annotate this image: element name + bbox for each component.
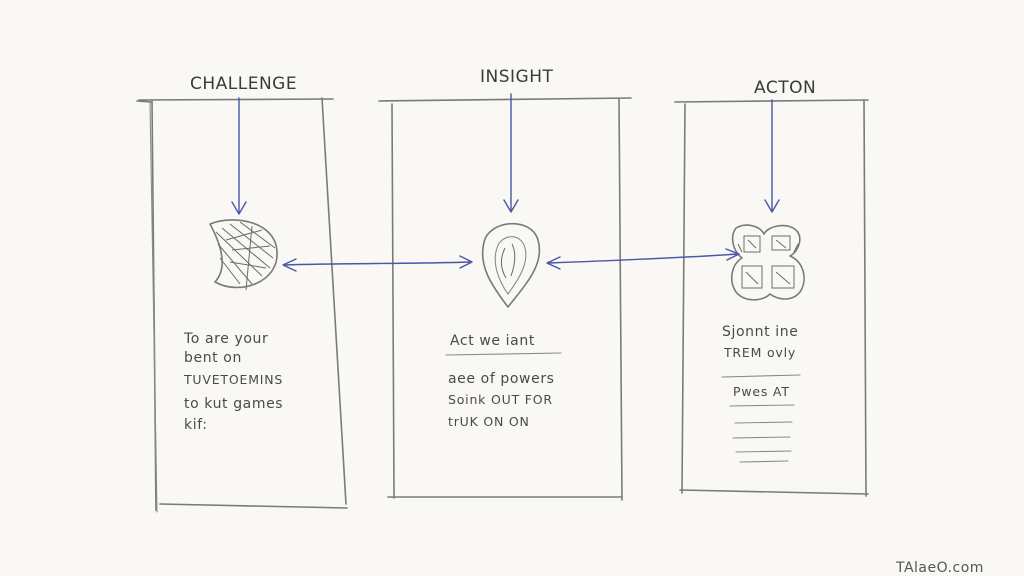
signature: TAlaeO.com: [895, 560, 984, 576]
shaded-crescent-icon: [209, 219, 278, 291]
challenge-arrow: [231, 97, 247, 215]
insight-line-2: aee of powers: [448, 371, 555, 387]
insight-line-1: Act we iant: [450, 333, 535, 349]
insight-line-4: trUK ON ON: [448, 414, 530, 429]
drop-pin-icon: [481, 222, 541, 308]
acton-line-2: TREM ovly: [723, 345, 796, 360]
panel-edge: [149, 101, 158, 513]
insight-panel: [378, 97, 632, 501]
challenge-title: CHALLENGE: [190, 74, 297, 94]
acton-lines: [729, 404, 795, 463]
acton-column: ACTON Sjonnt ine TREM ovly Pwes AT: [674, 78, 869, 497]
insight-arrow: [503, 93, 519, 213]
insight-column: INSIGHT Act we iant aee of powers Soink …: [378, 67, 632, 501]
acton-line-1: Sjonnt ine: [722, 324, 798, 340]
challenge-line-2: bent on: [184, 350, 242, 366]
connector-challenge-insight: [282, 255, 473, 272]
challenge-panel: [136, 97, 348, 511]
connector-arrows: [282, 248, 740, 272]
challenge-line-3: TUVETOEMINS: [183, 372, 283, 387]
acton-arrow: [764, 99, 780, 213]
acton-title: ACTON: [754, 78, 816, 98]
acton-line-3: Pwes AT: [733, 384, 790, 399]
insight-line-3: Soink OUT FOR: [448, 392, 553, 407]
insight-underline: [445, 352, 562, 356]
connector-insight-acton: [546, 248, 740, 270]
acton-rule-1: [721, 374, 801, 378]
block-letters-icon: [730, 224, 805, 301]
challenge-line-1: To are your: [183, 331, 268, 347]
challenge-line-5: kif:: [184, 417, 208, 433]
challenge-line-4: to kut games: [184, 396, 283, 412]
challenge-column: CHALLENGE To are your bent on TUVETOEMIN…: [136, 74, 348, 513]
insight-title: INSIGHT: [480, 67, 553, 87]
